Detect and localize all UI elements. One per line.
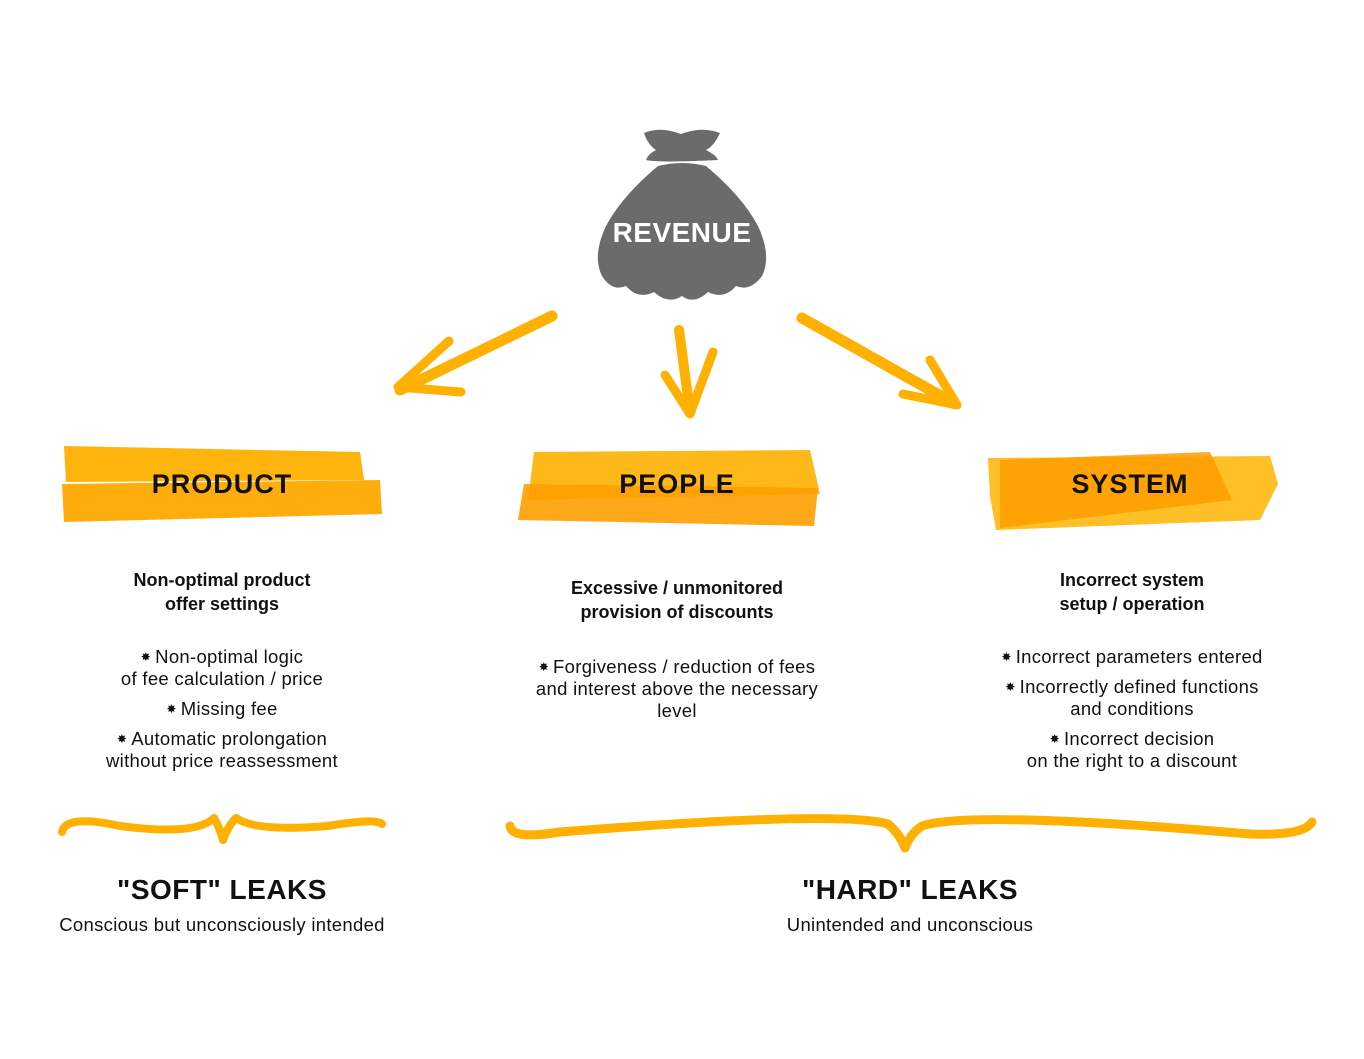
asterisk-bullet-icon: ✸ [1049, 732, 1060, 746]
asterisk-bullet-icon: ✸ [116, 732, 128, 746]
subtitle-line: offer settings [164, 594, 279, 614]
category-title-product: PRODUCT [151, 469, 293, 499]
product-bullets: ✸Non-optimal logic of fee calculation / … [62, 646, 382, 780]
people-brush [518, 450, 820, 526]
revenue-label: REVENUE [612, 217, 752, 248]
hard-leaks-title: "HARD" LEAKS [801, 874, 1019, 905]
asterisk-bullet-icon: ✸ [1001, 650, 1012, 664]
list-item: ✸Incorrect decision on the right to a di… [1026, 728, 1238, 771]
arrow-to-people [660, 325, 718, 419]
subtitle-line: Incorrect system [1059, 570, 1205, 590]
money-bag-icon [597, 129, 767, 300]
soft-leaks-brace [58, 814, 386, 844]
category-title-system: SYSTEM [1071, 469, 1189, 499]
asterisk-bullet-icon: ✸ [166, 702, 177, 716]
soft-leaks-title: "SOFT" LEAKS [117, 874, 327, 905]
soft-leaks-subtitle: Conscious but unconsciously intended [59, 914, 385, 935]
subtitle-line: setup / operation [1059, 594, 1205, 614]
category-title-people: PEOPLE [619, 469, 735, 499]
asterisk-bullet-icon: ✸ [140, 650, 152, 664]
people-subtitle: Excessive / unmonitored provision of dis… [518, 576, 836, 624]
list-item: ✸Incorrectly defined functions and condi… [1005, 676, 1259, 719]
product-subtitle: Non-optimal product offer settings [62, 568, 382, 616]
people-bullets: ✸Forgiveness / reduction of fees and int… [508, 656, 846, 730]
asterisk-bullet-icon: ✸ [538, 660, 550, 674]
subtitle-line: Excessive / unmonitored [570, 578, 784, 598]
list-item: ✸Non-optimal logic of fee calculation / … [120, 646, 324, 689]
subtitle-line: provision of discounts [580, 602, 774, 622]
asterisk-bullet-icon: ✸ [1005, 680, 1016, 694]
hard-leaks-subtitle: Unintended and unconscious [786, 914, 1034, 935]
list-item: ✸Automatic prolongation without price re… [106, 728, 338, 771]
list-item: ✸Incorrect parameters entered [1001, 646, 1263, 667]
system-brush [988, 452, 1278, 530]
subtitle-line: Non-optimal product [133, 570, 311, 590]
product-brush [62, 446, 382, 522]
arrow-to-product [393, 310, 558, 397]
arrow-to-system [796, 312, 962, 410]
list-item: ✸Missing fee [166, 698, 278, 719]
system-bullets: ✸Incorrect parameters entered ✸Incorrect… [962, 646, 1302, 780]
hard-leaks-brace [505, 814, 1317, 853]
list-item: ✸Forgiveness / reduction of fees and int… [535, 656, 819, 721]
system-subtitle: Incorrect system setup / operation [972, 568, 1292, 616]
